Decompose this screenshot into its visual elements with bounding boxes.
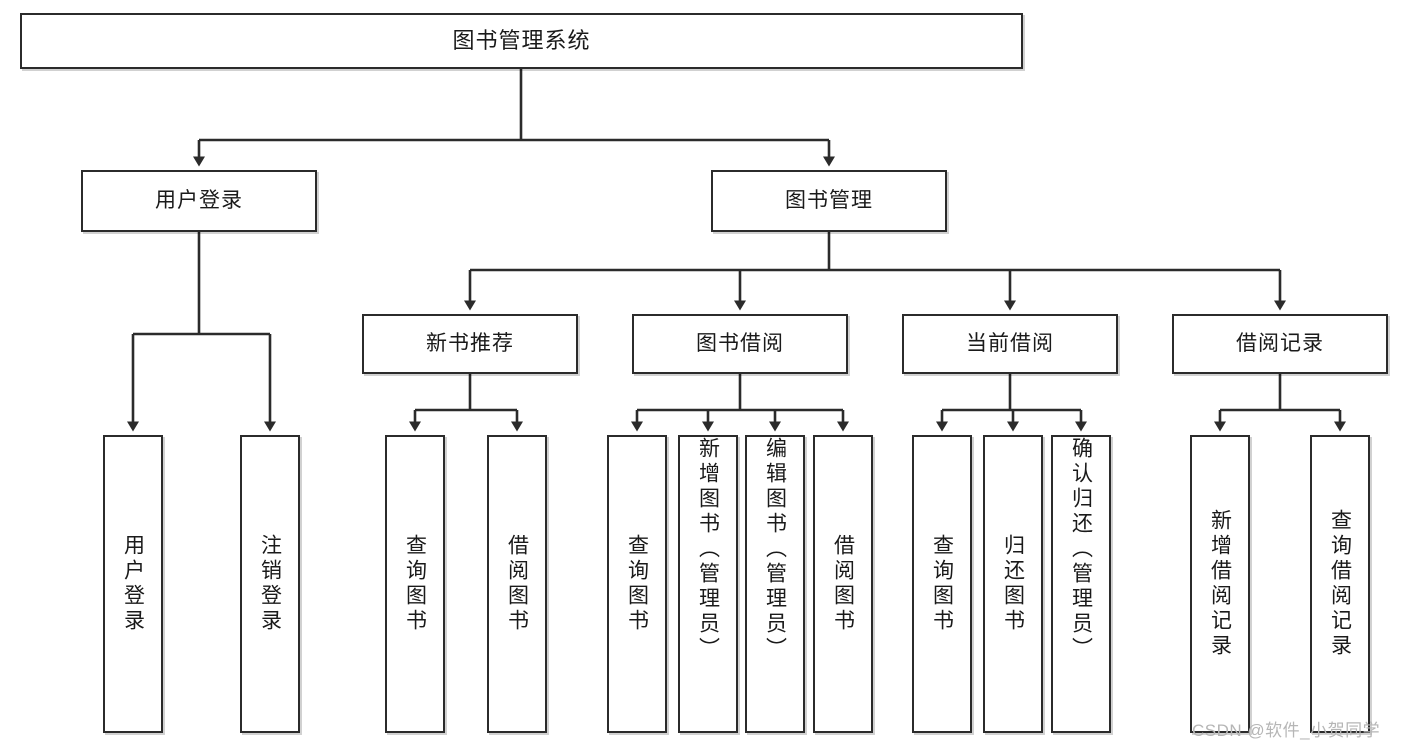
leaf-add-book-admin[interactable]: 新增图书（管理员） [678, 435, 738, 733]
leaf-query-book-recommend[interactable]: 查询图书 [385, 435, 445, 733]
leaf-edit-book-admin[interactable]: 编辑图书（管理员） [745, 435, 805, 733]
node-borrow-record-label: 借阅记录 [1236, 332, 1324, 356]
node-borrow-record[interactable]: 借阅记录 [1172, 314, 1388, 374]
leaf-borrow-book-recommend-label: 借阅图书 [505, 534, 529, 634]
leaf-return-book-label: 归还图书 [1001, 534, 1025, 634]
leaf-query-book-current-label: 查询图书 [930, 534, 954, 634]
node-new-book-recommend[interactable]: 新书推荐 [362, 314, 578, 374]
leaf-edit-book-admin-label: 编辑图书（管理员） [763, 437, 787, 662]
leaf-logout-label: 注销登录 [258, 534, 282, 634]
leaf-query-book-recommend-label: 查询图书 [403, 534, 427, 634]
leaf-query-book-current[interactable]: 查询图书 [912, 435, 972, 733]
leaf-query-borrow-record-label: 查询借阅记录 [1328, 509, 1352, 659]
watermark: CSDN @软件_小贺同学 [1192, 721, 1381, 740]
node-new-book-recommend-label: 新书推荐 [426, 332, 514, 356]
node-root[interactable]: 图书管理系统 [20, 13, 1023, 69]
leaf-confirm-return-admin-label: 确认归还（管理员） [1069, 437, 1093, 662]
node-root-label: 图书管理系统 [452, 27, 591, 53]
node-book-management[interactable]: 图书管理 [711, 170, 947, 232]
node-book-borrow-label: 图书借阅 [696, 332, 784, 356]
node-current-borrow-label: 当前借阅 [966, 332, 1054, 356]
leaf-borrow-book-recommend[interactable]: 借阅图书 [487, 435, 547, 733]
node-book-borrow[interactable]: 图书借阅 [632, 314, 848, 374]
leaf-add-book-admin-label: 新增图书（管理员） [696, 437, 720, 662]
leaf-add-borrow-record-label: 新增借阅记录 [1208, 509, 1232, 659]
node-user-login-label: 用户登录 [155, 189, 243, 213]
leaf-user-login-label: 用户登录 [121, 534, 145, 634]
leaf-query-book-borrow-label: 查询图书 [625, 534, 649, 634]
node-user-login[interactable]: 用户登录 [81, 170, 317, 232]
leaf-query-book-borrow[interactable]: 查询图书 [607, 435, 667, 733]
leaf-confirm-return-admin[interactable]: 确认归还（管理员） [1051, 435, 1111, 733]
leaf-query-borrow-record[interactable]: 查询借阅记录 [1310, 435, 1370, 733]
leaf-add-borrow-record[interactable]: 新增借阅记录 [1190, 435, 1250, 733]
leaf-borrow-book[interactable]: 借阅图书 [813, 435, 873, 733]
node-book-management-label: 图书管理 [785, 189, 873, 213]
leaf-user-login[interactable]: 用户登录 [103, 435, 163, 733]
leaf-borrow-book-label: 借阅图书 [831, 534, 855, 634]
leaf-logout[interactable]: 注销登录 [240, 435, 300, 733]
node-current-borrow[interactable]: 当前借阅 [902, 314, 1118, 374]
leaf-return-book[interactable]: 归还图书 [983, 435, 1043, 733]
